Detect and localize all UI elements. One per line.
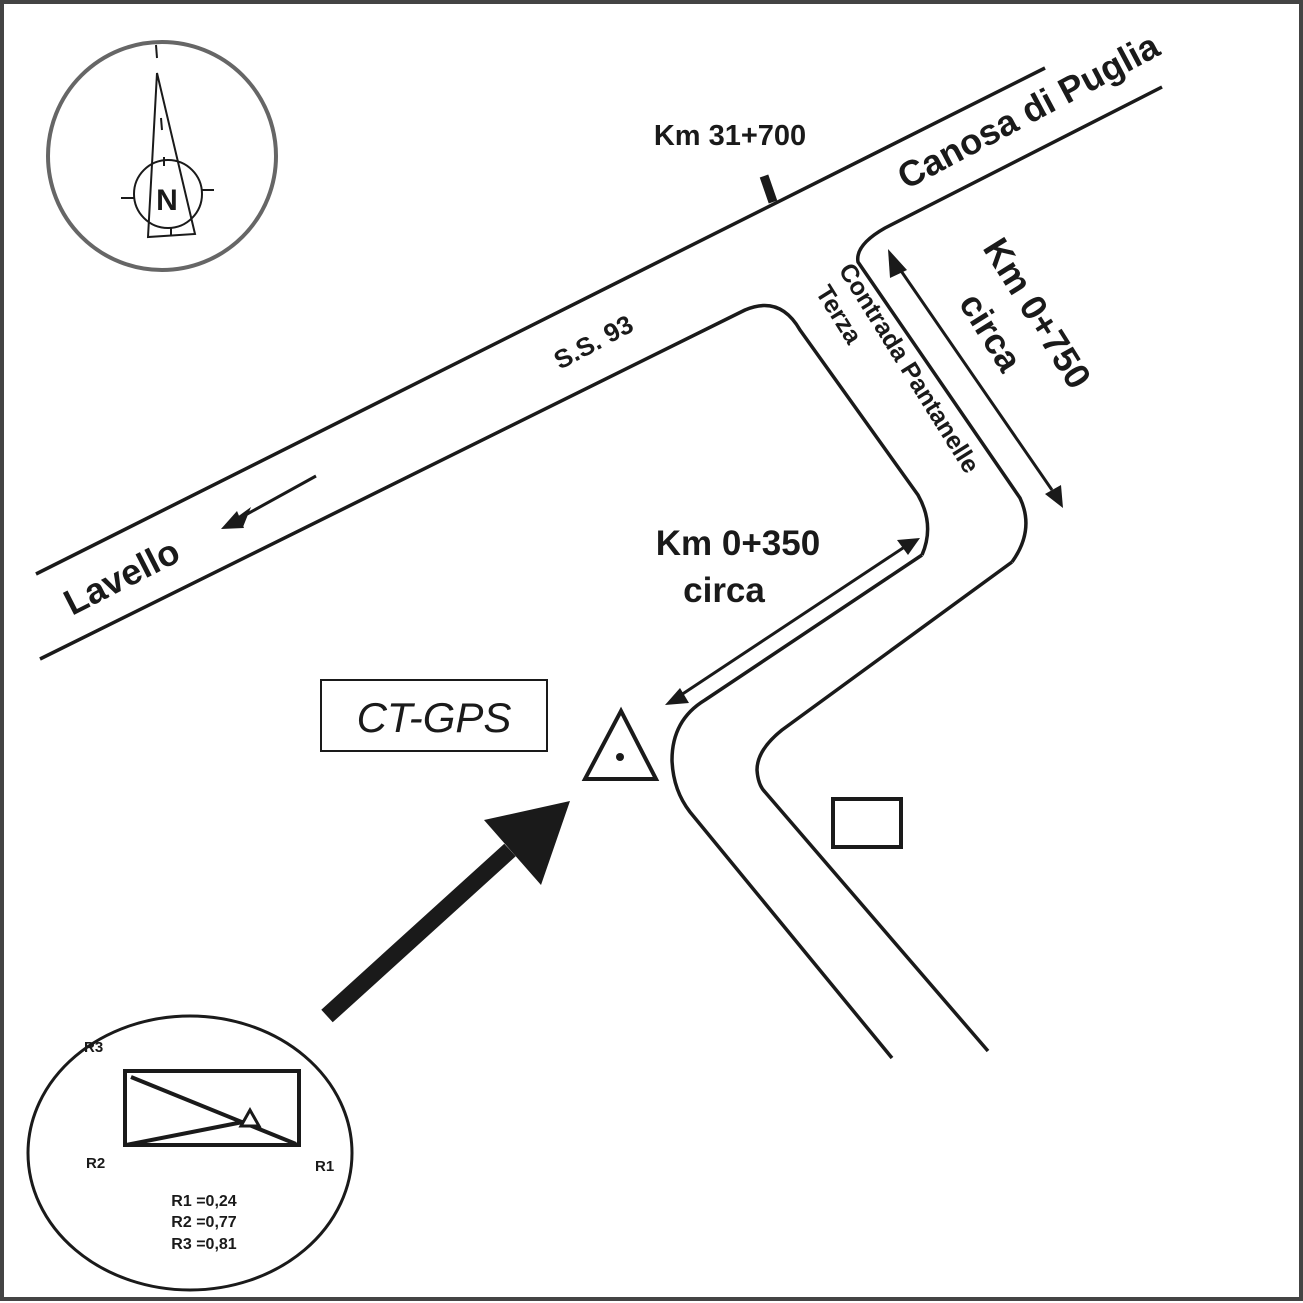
road-contrada xyxy=(670,553,1014,1060)
destination-canosa: Canosa di Puglia xyxy=(891,24,1167,197)
compass-north-letter: N xyxy=(156,184,178,217)
inset-value-r2: R2 =0,77 xyxy=(171,1214,236,1231)
building xyxy=(831,797,903,849)
inset-corner-r3: R3 xyxy=(84,1039,103,1056)
contrada-label-line1: Contrada Pantanelle xyxy=(833,258,985,478)
station-label: CT-GPS xyxy=(357,694,512,741)
ss93-label: S.S. 93 xyxy=(549,309,638,376)
inset-station-icon xyxy=(238,1106,262,1128)
inset-rectangle xyxy=(123,1069,301,1147)
km-31-700-label: Km 31+700 xyxy=(654,120,806,152)
km-350-label-line2: circa xyxy=(683,571,765,610)
distance-arrow-750 xyxy=(888,249,1063,508)
compass-inner-circle xyxy=(133,159,203,229)
gps-station-icon xyxy=(581,706,660,781)
destination-lavello: Lavello xyxy=(57,530,186,623)
inset-corner-r1: R1 xyxy=(315,1158,334,1175)
compass-ring xyxy=(46,40,278,272)
inset-corner-r2: R2 xyxy=(86,1155,105,1172)
inset-value-r1: R1 =0,24 xyxy=(171,1193,236,1210)
reference-inset: R3 R2 R1 R1 =0,24 R2 =0,77 R3 =0,81 xyxy=(26,1014,354,1292)
station-label-box: CT-GPS xyxy=(320,679,548,752)
inset-ellipse xyxy=(26,1014,354,1292)
km-350-label-line1: Km 0+350 xyxy=(656,524,820,563)
distance-arrow-350 xyxy=(665,538,920,705)
pointer-arrow-icon xyxy=(321,801,570,1023)
compass-rose: N xyxy=(46,40,278,272)
lavello-arrow-icon xyxy=(221,474,317,529)
inset-value-r3: R3 =0,81 xyxy=(171,1236,236,1253)
road-ss93 xyxy=(35,66,1163,661)
km-31-700-marker xyxy=(759,174,778,204)
